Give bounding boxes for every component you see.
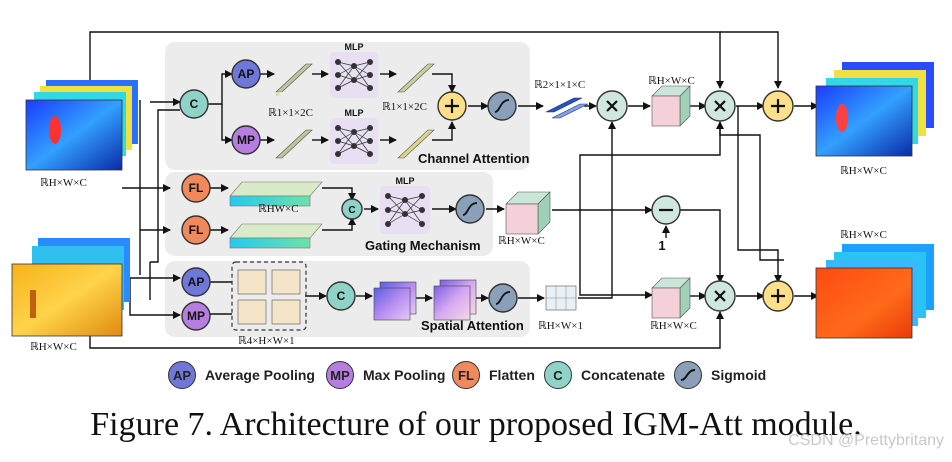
dim-ap-out: ℝ1×1×2C [268, 107, 313, 119]
concat-label: C [348, 205, 355, 216]
plus-icon [771, 99, 785, 113]
mlp-label: MLP [345, 42, 364, 52]
dim-flatten-out: ℝHW×C [258, 203, 299, 215]
mp-node-spatial [181, 301, 211, 331]
mp-label: MP [237, 133, 255, 147]
dim-output-bottom: ℝH×W×C [840, 229, 887, 241]
multiply-icon [714, 290, 726, 302]
concat-label: C [190, 97, 199, 111]
sigmoid-icon [462, 202, 478, 216]
operators [179, 59, 794, 331]
operator-symbols [445, 99, 785, 305]
dim-spatial-out: ℝH×W×1 [538, 320, 583, 332]
dim-channel-mult-out: ℝH×W×C [648, 75, 695, 87]
mlp-out-bar-top [397, 63, 435, 93]
plus-icon [445, 99, 459, 113]
fl-label: FL [189, 181, 204, 195]
sigmoid-node-gating [455, 194, 485, 224]
connection-lines [89, 31, 819, 349]
legend-flatten: FL Flatten [452, 359, 535, 391]
sigmoid-node-spatial [488, 283, 518, 313]
output-thermal-stack [815, 244, 934, 339]
flatten-grid-bottom [229, 223, 323, 249]
dim-bottom-mult-out: ℝH×W×C [650, 320, 697, 332]
sigmoid-icon [674, 361, 702, 389]
dim-input-bottom: ℝH×W×C [30, 341, 77, 353]
dim-output-top: ℝH×W×C [840, 165, 887, 177]
legend-max-pooling: MP Max Pooling [326, 359, 445, 391]
multiply-icon [606, 100, 618, 112]
mp-node-channel [231, 125, 261, 155]
legend-sigmoid: Sigmoid [674, 359, 766, 391]
ap-node-channel [231, 59, 261, 89]
section-titles: Channel Attention Gating Mechanism Spati… [365, 151, 530, 333]
fl-node-bottom [181, 215, 211, 245]
dim-mlp-out: ℝ1×1×2C [382, 101, 427, 113]
mlp-block-bottom [330, 118, 378, 164]
node-labels: C AP MP FL FL C AP MP C MLP MLP MLP 1 [187, 42, 666, 323]
input-rgb-stack [25, 80, 138, 171]
mp-icon: MP [326, 361, 354, 389]
dim-pool-stack: ℝ4×H×W×1 [238, 335, 295, 347]
dimension-labels: ℝH×W×C ℝH×W×C ℝ1×1×2C ℝ1×1×2C ℝ2×1×1×C ℝ… [30, 75, 887, 353]
spatial-attention-title: Spatial Attention [421, 318, 524, 333]
concat-node-spatial [326, 281, 356, 311]
watermark: CSDN @Prettybritany [788, 432, 944, 449]
constant-one-label: 1 [658, 238, 665, 253]
gating-mechanism-title: Gating Mechanism [365, 238, 481, 253]
c-icon: C [544, 361, 572, 389]
concat-node-gating [341, 198, 363, 220]
cube-bottom-out [651, 277, 691, 319]
concat-label: C [337, 289, 346, 303]
plus-icon [771, 289, 785, 303]
channel-weight-bars [545, 97, 589, 119]
fl-label: FL [189, 223, 204, 237]
dim-gating-out: ℝH×W×C [498, 235, 545, 247]
ap-node-spatial [181, 267, 211, 297]
input-thermal-stack [11, 238, 130, 337]
mlp-out-bar-bottom [397, 129, 435, 159]
ap-icon: AP [168, 361, 196, 389]
legend-label: Sigmoid [711, 367, 767, 383]
ap-label: AP [188, 275, 205, 289]
channel-attention-title: Channel Attention [418, 151, 530, 166]
fl-icon: FL [452, 361, 480, 389]
legend-label: Concatenate [581, 367, 666, 383]
pool-stack [231, 261, 307, 331]
legend-concatenate: C Concatenate [544, 359, 665, 391]
mlp-label: MLP [396, 176, 415, 186]
spatial-conv-maps [373, 279, 477, 321]
concat-node-channel [179, 89, 209, 119]
legend-label: Average Pooling [205, 367, 315, 383]
mlp-block-gating [380, 186, 430, 234]
sigmoid-icon [494, 99, 510, 113]
cube-channel-out [651, 85, 691, 127]
flatten-grid-top [229, 181, 323, 207]
spatial-out-grid [545, 285, 577, 311]
legend-label: Max Pooling [363, 367, 446, 383]
sigmoid-icon [495, 291, 511, 305]
cube-gating-out [505, 191, 551, 235]
legend-average-pooling: AP Average Pooling [168, 359, 315, 391]
figure-caption: Figure 7. Architecture of our proposed I… [90, 406, 862, 443]
mp-feature-bar [275, 129, 313, 159]
ap-feature-bar [275, 63, 313, 96]
legend-label: Flatten [489, 367, 535, 383]
dim-input-top: ℝH×W×C [40, 177, 87, 189]
ap-label: AP [238, 67, 255, 81]
dim-channel-weight: ℝ2×1×1×C [534, 79, 585, 91]
output-rgb-stack [815, 62, 934, 157]
mlp-block-top [330, 52, 378, 98]
mlp-label: MLP [345, 108, 364, 118]
mp-label: MP [187, 309, 205, 323]
fl-node-top [181, 173, 211, 203]
sigmoid-node-channel [487, 91, 517, 121]
multiply-icon [714, 100, 726, 112]
